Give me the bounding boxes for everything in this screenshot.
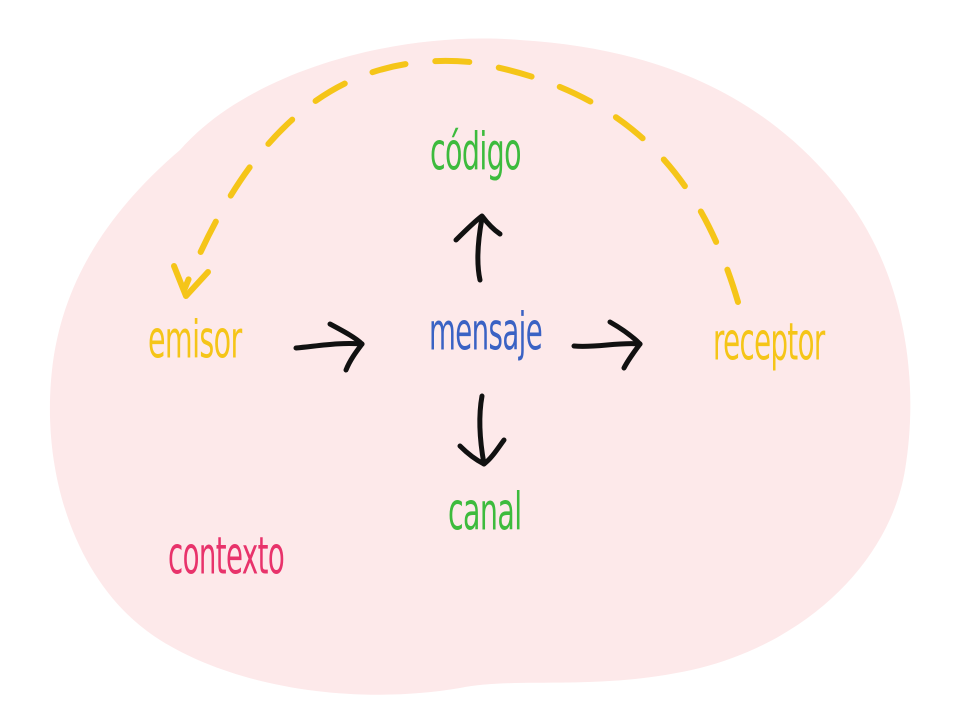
context-background <box>49 38 911 695</box>
arrow-emisor-to-mensaje <box>293 340 365 351</box>
node-codigo: código <box>430 121 522 182</box>
arrow-mensaje-to-codigo <box>475 215 485 283</box>
arrow-mensaje-to-canal <box>477 393 487 467</box>
arrowhead-mensaje-to-receptor <box>607 319 643 371</box>
arrowhead-mensaje-to-codigo <box>453 213 503 243</box>
feedback-arrowhead <box>171 263 211 299</box>
node-contexto: contexto <box>168 525 285 586</box>
node-mensaje: mensaje <box>429 301 543 362</box>
node-receptor: receptor <box>713 311 825 372</box>
arrowhead-mensaje-to-canal <box>457 437 507 467</box>
arrow-mensaje-to-receptor <box>571 341 643 349</box>
node-emisor: emisor <box>148 309 242 370</box>
feedback-arrow-receptor-to-emisor <box>182 57 741 305</box>
arrowhead-emisor-to-mensaje <box>327 321 365 373</box>
node-canal: canal <box>448 481 522 542</box>
